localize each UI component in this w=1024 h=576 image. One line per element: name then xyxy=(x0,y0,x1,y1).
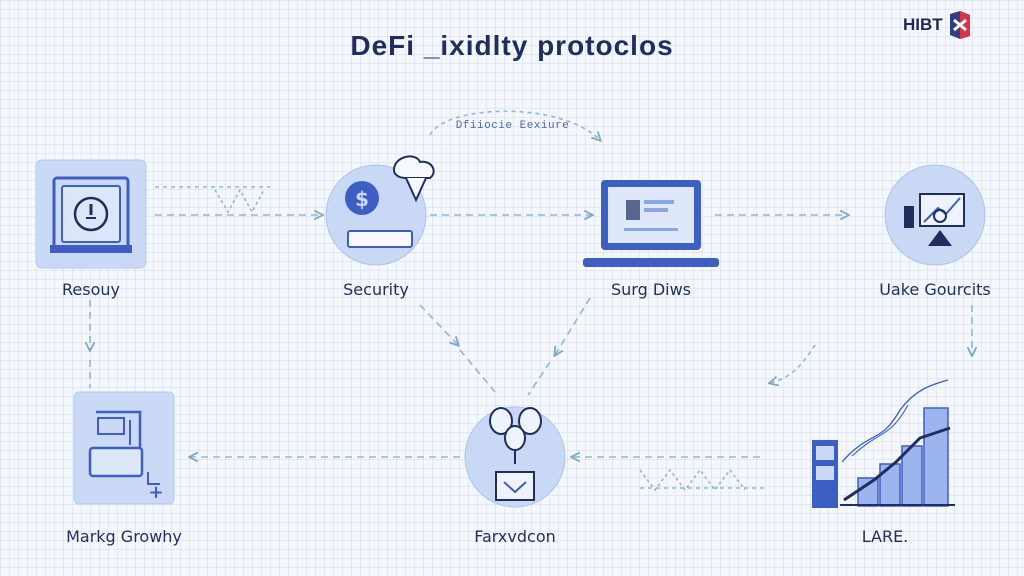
flow-label: Dfiiocie Eexiure xyxy=(455,120,570,132)
node-label-markg-growhy: Markg Growhy xyxy=(66,527,182,546)
node-label-farxvdcon: Farxvdcon xyxy=(474,527,556,546)
svg-text:+: + xyxy=(148,482,163,503)
node-label-uake-gourcits: Uake Gourcits xyxy=(879,280,991,299)
curve-top xyxy=(429,110,600,140)
surg-diws-icon xyxy=(583,180,719,267)
markg-growhy-icon: + xyxy=(73,391,175,505)
lare-icon xyxy=(812,379,955,508)
node-label-surg-diws: Surg Diws xyxy=(610,280,692,299)
node-label-security: Security xyxy=(343,280,409,299)
zigzag-upper-left xyxy=(214,188,265,214)
arrow-security-farx xyxy=(419,304,458,345)
arrow-laptop-farx xyxy=(555,297,591,355)
svg-text:$: $ xyxy=(355,187,369,211)
node-label-resouy: Resouy xyxy=(62,280,120,299)
zigzag-lower-right xyxy=(639,468,746,492)
line-security-farx xyxy=(459,349,496,393)
connectors xyxy=(90,110,972,492)
curve-uake-lare xyxy=(770,344,816,383)
security-icon: $ xyxy=(325,155,435,266)
diagram-title: DeFi _ixidlty protoclos xyxy=(350,30,674,61)
resouy-icon xyxy=(35,159,147,269)
uake-gourcits-icon xyxy=(884,164,986,266)
node-label-lare: LARE. xyxy=(861,527,909,546)
logo-text: HIBT xyxy=(903,15,943,34)
logo: HIBT xyxy=(903,10,974,40)
logo-mark-icon xyxy=(949,11,970,39)
line-laptop-farx xyxy=(527,361,551,396)
farxvdcon-icon xyxy=(464,406,566,508)
